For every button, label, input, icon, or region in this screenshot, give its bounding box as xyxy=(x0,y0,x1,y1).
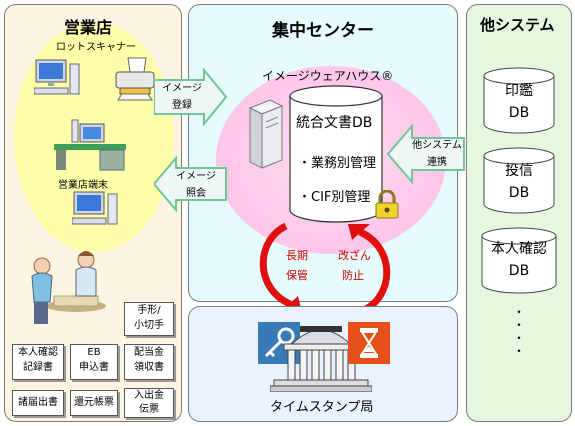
seal-db-cylinder xyxy=(483,67,555,134)
other-system-link-label: 他システム 連携 xyxy=(412,140,462,168)
timestamp-authority-building-icon xyxy=(270,326,372,392)
long-term-label-2: 保管 xyxy=(286,269,308,282)
other-system-link-arrow xyxy=(386,124,465,184)
scanner-label: ロットスキャナー xyxy=(56,42,136,53)
lock-icon xyxy=(375,190,399,219)
other-systems-title: 他システム xyxy=(480,16,555,34)
document-card: 入出金 伝票 xyxy=(124,388,174,418)
image-register-arrow xyxy=(154,68,228,126)
image-query-label: イメージ 照会 xyxy=(176,171,216,199)
tamper-label-1: 改ざん xyxy=(338,249,371,262)
document-card: 配当金 領収書 xyxy=(124,344,174,380)
document-card: EB 申込書 xyxy=(70,344,118,380)
integrated-db-label: 統合文書DB xyxy=(296,115,373,131)
document-card: 本人確認 記録書 xyxy=(12,344,64,380)
warehouse-label: イメージウェアハウス® xyxy=(262,69,394,83)
db-item-cif: ・CIF別管理 xyxy=(298,190,371,205)
long-term-label-1: 長期 xyxy=(286,249,308,262)
investment-trust-db-cylinder xyxy=(483,147,555,214)
integrated-db-cylinder xyxy=(289,85,383,223)
identity-db-cylinder xyxy=(481,227,557,294)
timestamp-label: タイムスタンプ局 xyxy=(270,400,374,415)
center-title: 集中センター xyxy=(272,21,374,41)
document-card: 諸届出書 xyxy=(12,390,64,416)
tamper-label-2: 防止 xyxy=(342,269,364,282)
preservation-loop-arrows xyxy=(259,222,391,314)
identity-db-label: 本人確認 DB xyxy=(491,241,547,279)
more-systems-ellipsis: ・ ・ ・ ・ xyxy=(512,305,525,358)
timestamp-panel xyxy=(188,306,458,422)
image-register-label: イメージ 登録 xyxy=(162,83,202,111)
computer-icon-lower xyxy=(72,191,118,225)
image-query-arrow xyxy=(154,156,227,212)
server-icon xyxy=(248,99,284,169)
document-card: 還元帳票 xyxy=(70,390,118,416)
db-item-business: ・業務別管理 xyxy=(298,156,377,171)
customer-staff-icon xyxy=(31,251,106,324)
investment-trust-db-label: 投信 DB xyxy=(505,163,533,201)
document-card: 手形/ 小切手 xyxy=(124,302,174,336)
branch-title: 営業店 xyxy=(64,18,113,37)
terminal-label: 営業店端末 xyxy=(58,180,108,191)
seal-db-label: 印鑑 DB xyxy=(505,83,533,121)
scanner-icon xyxy=(115,57,155,101)
branch-terminal-icon xyxy=(54,119,126,171)
hourglass-icon xyxy=(348,322,390,364)
computer-icon xyxy=(34,59,80,95)
